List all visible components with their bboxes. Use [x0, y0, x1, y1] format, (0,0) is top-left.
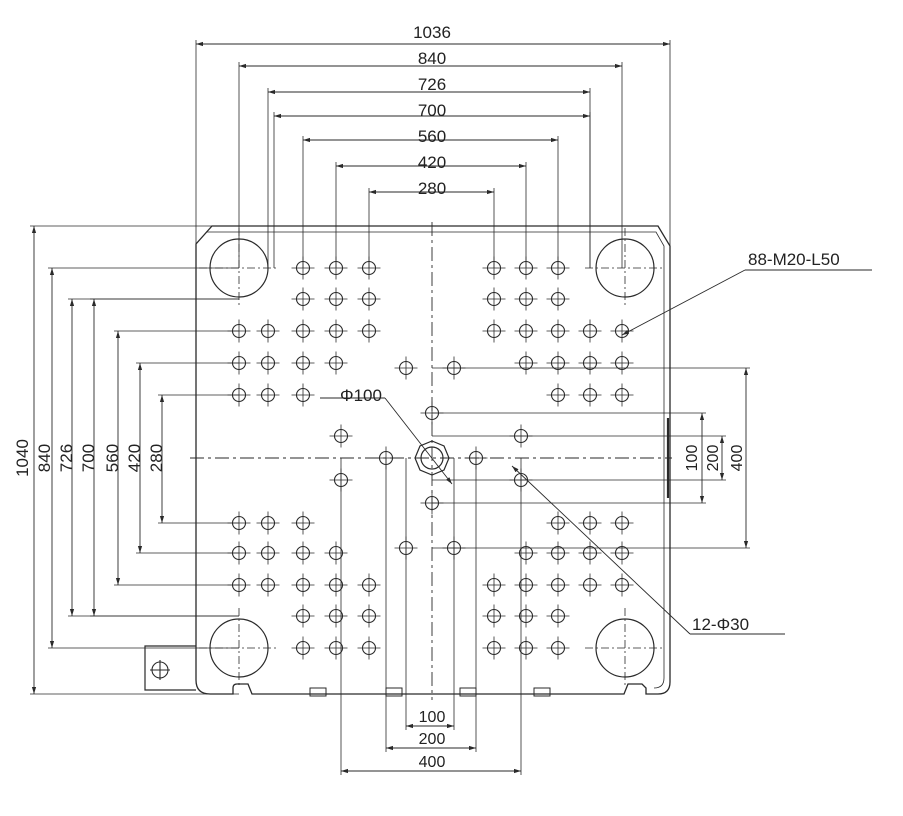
dim-top-420: 420: [418, 153, 446, 172]
hole-icon: [546, 604, 570, 628]
center-ring-icon: [414, 440, 450, 476]
hole-icon: [291, 604, 315, 628]
dim-top-560: 560: [418, 127, 446, 146]
dim-left-1040: 1040: [13, 439, 32, 477]
callout-thread-spec: 88-M20-L50: [748, 250, 840, 269]
hole-icon: [546, 573, 570, 597]
hole-icon: [546, 319, 570, 343]
hole-icon: [291, 511, 315, 535]
hole-icon: [357, 604, 381, 628]
hole-icon: [482, 636, 506, 660]
hole-icon: [291, 287, 315, 311]
dim-bottom-200: 200: [419, 731, 446, 748]
leader-lines: [320, 269, 872, 635]
dim-right-100: 100: [684, 445, 701, 472]
center-lines: [190, 222, 672, 700]
hole-icon: [324, 573, 348, 597]
hole-icon: [514, 573, 538, 597]
hole-icon: [482, 319, 506, 343]
hole-icon: [357, 636, 381, 660]
platen-inner-outline: [206, 231, 665, 689]
hole-icon: [514, 319, 538, 343]
hole-icon: [482, 573, 506, 597]
hole-icon: [357, 573, 381, 597]
hole-icon: [324, 319, 348, 343]
platen-feet: [309, 687, 551, 697]
hole-icon: [329, 424, 353, 448]
hole-icon: [546, 511, 570, 535]
hole-icon: [514, 604, 538, 628]
hole-icon: [578, 319, 602, 343]
hole-icon: [610, 511, 634, 535]
tie-bar-hole-icon: [585, 228, 665, 308]
hole-icon: [357, 319, 381, 343]
hole-icon: [394, 356, 418, 380]
dim-right-200: 200: [705, 445, 722, 472]
hole-icon: [291, 573, 315, 597]
hole-icon: [578, 351, 602, 375]
dim-left-726: 726: [57, 444, 76, 472]
callout-holes-spec: 12-Φ30: [692, 615, 749, 634]
hole-icon: [610, 383, 634, 407]
bracket-hole-icon: [150, 660, 170, 680]
hole-icon: [256, 383, 280, 407]
hole-icon: [514, 287, 538, 311]
dim-right-400: 400: [729, 445, 746, 472]
callout-center-hole: Φ100: [340, 386, 382, 405]
hole-icon: [324, 287, 348, 311]
hole-icon: [256, 573, 280, 597]
hole-icon: [578, 573, 602, 597]
dim-left-420: 420: [125, 444, 144, 472]
dimension-lines: [31, 41, 749, 774]
hole-icon: [291, 319, 315, 343]
hole-icon: [546, 287, 570, 311]
hole-icon: [291, 636, 315, 660]
hole-icon: [578, 511, 602, 535]
dim-top-1036: 1036: [413, 23, 451, 42]
hole-icon: [546, 541, 570, 565]
dim-top-840: 840: [418, 49, 446, 68]
dim-bottom-400: 400: [419, 754, 446, 771]
hole-icon: [357, 287, 381, 311]
dim-top-280: 280: [418, 179, 446, 198]
tie-bar-hole-icon: [585, 608, 665, 688]
hole-icon: [514, 541, 538, 565]
dim-bottom-100: 100: [419, 709, 446, 726]
hole-icon: [324, 351, 348, 375]
extension-lines: [30, 40, 750, 775]
dim-left-280: 280: [147, 444, 166, 472]
hole-icon: [578, 383, 602, 407]
hole-icon: [514, 351, 538, 375]
hole-icon: [546, 636, 570, 660]
dim-top-726: 726: [418, 75, 446, 94]
dim-top-700: 700: [418, 101, 446, 120]
hole-icon: [291, 541, 315, 565]
hole-icon: [610, 573, 634, 597]
hole-icon: [546, 383, 570, 407]
hole-icon: [291, 351, 315, 375]
hole-icon: [482, 287, 506, 311]
hole-icon: [256, 319, 280, 343]
hole-icon: [324, 541, 348, 565]
hole-icon: [256, 351, 280, 375]
hole-icon: [256, 511, 280, 535]
mounting-bracket: [144, 645, 196, 691]
hole-icon: [610, 351, 634, 375]
hole-icon: [324, 636, 348, 660]
hole-icon: [324, 604, 348, 628]
hole-icon: [256, 541, 280, 565]
hole-icon: [514, 636, 538, 660]
platen-outline: [195, 225, 671, 695]
dim-left-840: 840: [35, 444, 54, 472]
hole-icon: [291, 383, 315, 407]
hole-icon: [482, 604, 506, 628]
hole-icon: [546, 351, 570, 375]
dim-left-560: 560: [103, 444, 122, 472]
hole-icon: [578, 541, 602, 565]
hole-icon: [610, 541, 634, 565]
dim-left-700: 700: [79, 444, 98, 472]
